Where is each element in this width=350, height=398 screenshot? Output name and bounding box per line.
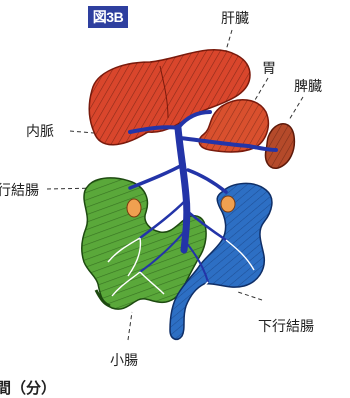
label-liver: 肝臓 xyxy=(221,8,249,28)
footer-caption: 間（分） xyxy=(0,377,56,398)
spleen-shape xyxy=(266,124,295,169)
label-spleen: 脾臓 xyxy=(294,76,322,96)
label-descending-colon: 下行結腸 xyxy=(258,316,314,336)
label-small-intestine: 小腸 xyxy=(110,350,138,370)
label-ascending-colon: 行結腸 xyxy=(0,180,39,200)
label-inner-vein: 内脈 xyxy=(26,121,54,141)
label-stomach: 胃 xyxy=(262,58,276,78)
